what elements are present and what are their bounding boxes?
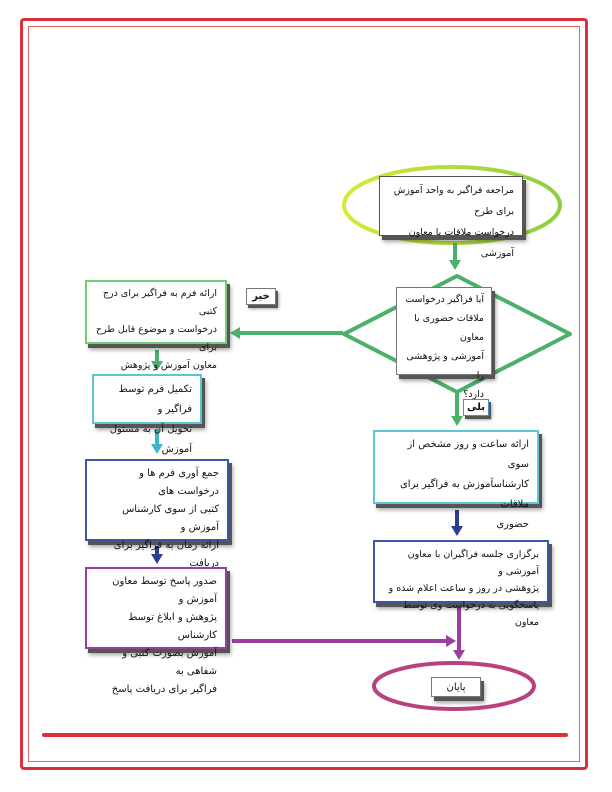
yes-label: بلی [463, 399, 489, 416]
page-border-outer [20, 18, 588, 770]
arrow-collect-to-issue [151, 546, 163, 564]
arrow-present-to-complete [151, 350, 163, 371]
arrow-settime-to-meeting [451, 510, 463, 536]
start-oval [342, 165, 562, 245]
page-border-inner [28, 26, 580, 762]
arrow-start-to-decision [449, 243, 461, 270]
issue-response-step-box: صدور پاسخ توسط معاون آموزش و پژوهش و ابل… [85, 567, 227, 695]
bottom-rule [42, 733, 568, 737]
present-form-step-box: ارائه فرم به فراگیر برای درج کتبی درخواس… [85, 280, 227, 371]
start-step-box: مراجعه فراگیر به واحد آموزش برای طرح درخ… [379, 176, 523, 259]
set-time-step-box: ارائه ساعت و روز مشخص از سوی کارشناسآموز… [373, 430, 539, 530]
arrow-meeting-to-end [453, 608, 465, 660]
end-oval [372, 661, 536, 711]
arrow-complete-to-collect [151, 429, 163, 454]
hold-meeting-step-box: برگزاری جلسه فراگیران با معاون آموزشی و … [373, 540, 549, 628]
complete-form-step-box: تکمیل فرم توسط فراگیر و تحویل آن به مسئو… [92, 374, 202, 455]
collect-forms-step-box: جمع آوری فرم ها و درخواست های کتبی از سو… [85, 459, 229, 587]
arrow-decision-to-yes [451, 392, 463, 426]
arrow-issue-to-end [232, 635, 456, 647]
no-label: خیر [246, 288, 276, 305]
arrow-decision-to-no [230, 327, 343, 339]
end-label: پایان [431, 677, 481, 697]
decision-question-box: آیا فراگیر درخواست ملاقات حضوری با معاون… [396, 287, 492, 400]
